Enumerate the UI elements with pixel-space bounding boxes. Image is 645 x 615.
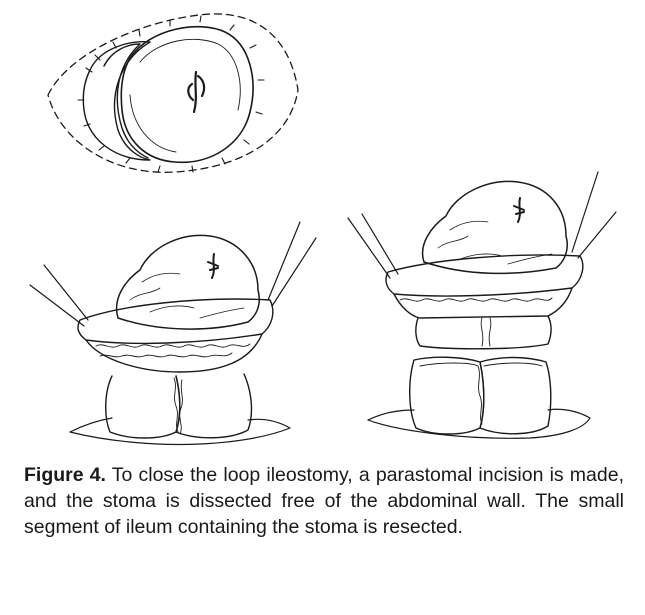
stoma-dissection-drawing [30,222,316,445]
caption-text: To close the loop ileostomy, a parastoma… [24,464,624,538]
figure-illustration [0,0,645,450]
stoma-top-view-drawing [48,14,298,172]
segment-resection-drawing [348,172,616,438]
figure-caption: Figure 4. To close the loop ileostomy, a… [24,462,624,540]
figure-label: Figure 4. [24,464,106,486]
